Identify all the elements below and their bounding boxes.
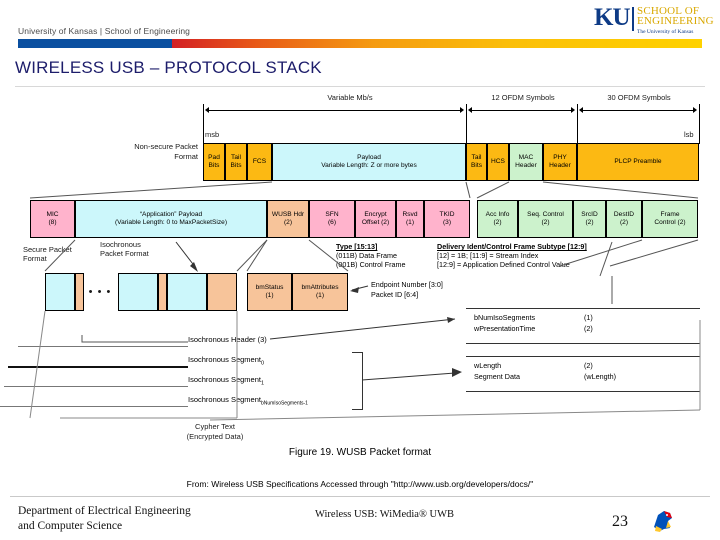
ku-logo: KU SCHOOL OF ENGINEERING The University … [594,4,714,38]
scale-tick-mid2 [577,104,578,144]
page-number: 23 [612,513,628,530]
ku-monogram: KU [594,4,630,31]
stripe-gradient [171,39,702,48]
iso-rule-0 [18,346,188,347]
phy-box-fcs: FCS [247,143,272,181]
page-title: WIRELESS USB – PROTOCOL STACK [15,58,322,77]
iso-segment-field-2: Segment Data [474,372,520,381]
secure-segment-box-b [118,273,158,311]
delivery-note-line2: [12:9] = Application Defined Control Val… [437,260,570,269]
scale-label-variable: Variable Mb/s [327,93,373,102]
logo-divider [632,7,634,31]
scale-label-ofdm12: 12 OFDM Symbols [491,93,555,102]
wusb-box-wusb-hdr: WUSB Hdr(2) [267,200,309,238]
jayhawk-icon [654,511,672,532]
course-label: Wireless USB: WiMedia® UWB [315,509,455,520]
iso-header-value-1: (1) [584,313,593,322]
secure-ellipsis: • • • [88,286,112,298]
label-isochronous-packet-format: Isochronous Packet Format [100,240,149,258]
institution-line: University of Kansas | School of Enginee… [18,26,190,36]
secure-segment-box-a [45,273,75,311]
scale-tick-right [699,104,700,144]
iso-row-segment-0: Isochronous Segment0 [188,355,265,367]
iso-rule-1 [8,366,188,368]
secure-segment-box-c [167,273,207,311]
endpoint-note: Endpoint Number [3:0] Packet ID [6:4] [371,280,443,299]
delivery-note-heading: Delivery Ident/Control Frame Subtype [12… [437,242,587,251]
wusbhdr-box-bmstatus: bmStatus(1) [247,273,292,311]
label-cypher-text: Cypher Text (Encrypted Data) [186,422,244,441]
phy-box-hcs: HCS [487,143,509,181]
delivery-note-line1: [12] = 1B; [11:9] = Stream Index [437,251,539,260]
endpoint-note-line1: Endpoint Number [3:0] [371,280,443,289]
scale-tick-mid1 [466,104,467,144]
mac-box-srcid: SrcID(2) [573,200,606,238]
wusb-box-tkid: TKID(3) [424,200,470,238]
msb-label: msb [205,130,220,139]
iso-header-field-1: bNumIsoSegments [474,313,536,322]
footer-divider [10,496,710,497]
scale-tick-left [203,104,204,144]
iso-segment-value-2: (wLength) [584,372,616,381]
iso-header-note: bNumIsoSegments (1) wPresentationTime (2… [466,308,700,344]
type-note-line2: (001B) Control Frame [336,260,406,269]
wusb-box-mic: MIC(8) [30,200,75,238]
label-secure-packet-format: Secure Packet Format [23,245,72,263]
secure-segment-sep-a [75,273,84,311]
iso-rule-2 [4,386,188,387]
iso-segments-brace [352,352,363,410]
endpoint-note-line2: Packet ID [6:4] [371,289,419,299]
type-note: Type [15:13] (011B) Data Frame (001B) Co… [336,242,406,269]
figure-caption: Figure 19. WUSB Packet format [288,447,432,458]
department-label: Department of Electrical Engineering and… [18,505,191,532]
scale-label-ofdm30: 30 OFDM Symbols [607,93,671,102]
title-divider [15,86,705,87]
lsb-label: lsb [684,130,694,139]
secure-segment-box-d [207,273,237,311]
iso-segment-value-1: (2) [584,361,593,370]
figure-source: From: Wireless USB Specifications Access… [186,479,534,489]
span-arrow-ofdm30 [579,106,697,115]
logo-line-1: SCHOOL OF [637,5,700,17]
logo-line-2: ENGINEERING [637,15,714,27]
iso-segment-field-1: wLength [474,361,502,370]
mac-box-seq-control: Seq. Control(2) [518,200,573,238]
secure-segment-sep-b [158,273,167,311]
phy-box-plcp-preamble: PLCP Preamble [577,143,699,181]
iso-header-field-2: wPresentationTime [474,324,536,333]
iso-header-value-2: (2) [584,324,593,333]
stripe-blue [18,39,172,48]
iso-row-segment-1: Isochronous Segment1 [188,375,265,387]
mac-box-destid: DestID(2) [606,200,642,238]
span-arrow-variable [205,106,464,115]
wusb-box-rsvd: Rsvd(1) [396,200,424,238]
label-nonsecure-packet-format: Non-secure Packet Format [134,142,198,161]
iso-rule-3 [0,406,188,407]
wusbhdr-box-bmattributes: bmAttributes(1) [292,273,348,311]
iso-row-segment-n: Isochronous SegmentbNumIsoSegments-1 [188,395,308,407]
wusb-box-sfn: SFN(6) [309,200,355,238]
delivery-note: Delivery Ident/Control Frame Subtype [12… [437,242,587,269]
type-note-heading: Type [15:13] [336,242,378,251]
logo-line-3: The University of Kansas [637,29,694,35]
iso-row-header: Isochronous Header (3) [188,335,267,344]
type-note-line1: (011B) Data Frame [336,251,397,260]
wusb-box-application-payload: “Application” Payload(Variable Length: 0… [75,200,267,238]
mac-box-acc-info: Acc Info(2) [477,200,518,238]
slide-header: University of Kansas | School of Enginee… [0,0,720,52]
span-arrow-ofdm12 [468,106,575,115]
wusb-packet-diagram: Variable Mb/s 12 OFDM Symbols 30 OFDM Sy… [0,90,720,460]
iso-segment-note: wLength (2) Segment Data (wLength) [466,356,700,392]
brand-stripe [18,39,702,48]
